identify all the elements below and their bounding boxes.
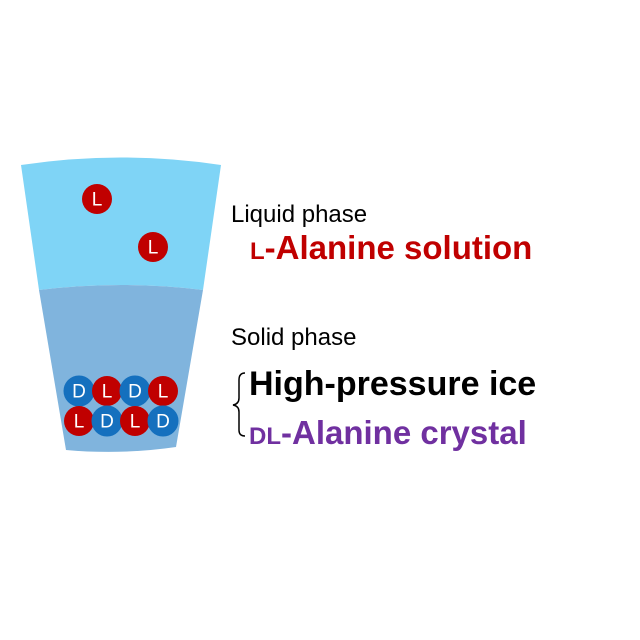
molecule-letter: D xyxy=(100,412,114,433)
brace xyxy=(232,372,246,437)
high-pressure-ice-label: High-pressure ice xyxy=(249,365,536,403)
dl-alanine-crystal-label: DL-Alanine crystal xyxy=(249,414,527,451)
molecule-letter: D xyxy=(128,382,142,403)
molecule-letter: D xyxy=(156,412,170,433)
molecule-d: D xyxy=(147,405,179,437)
liquid-phase-label: Liquid phase xyxy=(231,201,367,228)
molecule-d: D xyxy=(63,375,95,407)
molecule-l: L xyxy=(92,376,122,406)
l-alanine-solution-label: L-Alanine solution xyxy=(250,229,532,266)
molecule-letter: L xyxy=(102,382,113,403)
molecule-letter: L xyxy=(92,190,103,211)
molecule-letter: D xyxy=(72,382,86,403)
molecule-letter: L xyxy=(74,412,85,433)
molecule-letter: L xyxy=(158,382,169,403)
molecule-l: L xyxy=(82,184,112,214)
molecule-d: D xyxy=(119,375,151,407)
molecule-d: D xyxy=(91,405,123,437)
molecule-l: L xyxy=(148,376,178,406)
molecule-l: L xyxy=(64,406,94,436)
solid-phase-label: Solid phase xyxy=(231,324,356,351)
molecule-l: L xyxy=(120,406,150,436)
molecule-l: L xyxy=(138,232,168,262)
molecule-letter: L xyxy=(148,238,159,259)
liquid-region xyxy=(21,157,221,290)
molecule-letter: L xyxy=(130,412,141,433)
